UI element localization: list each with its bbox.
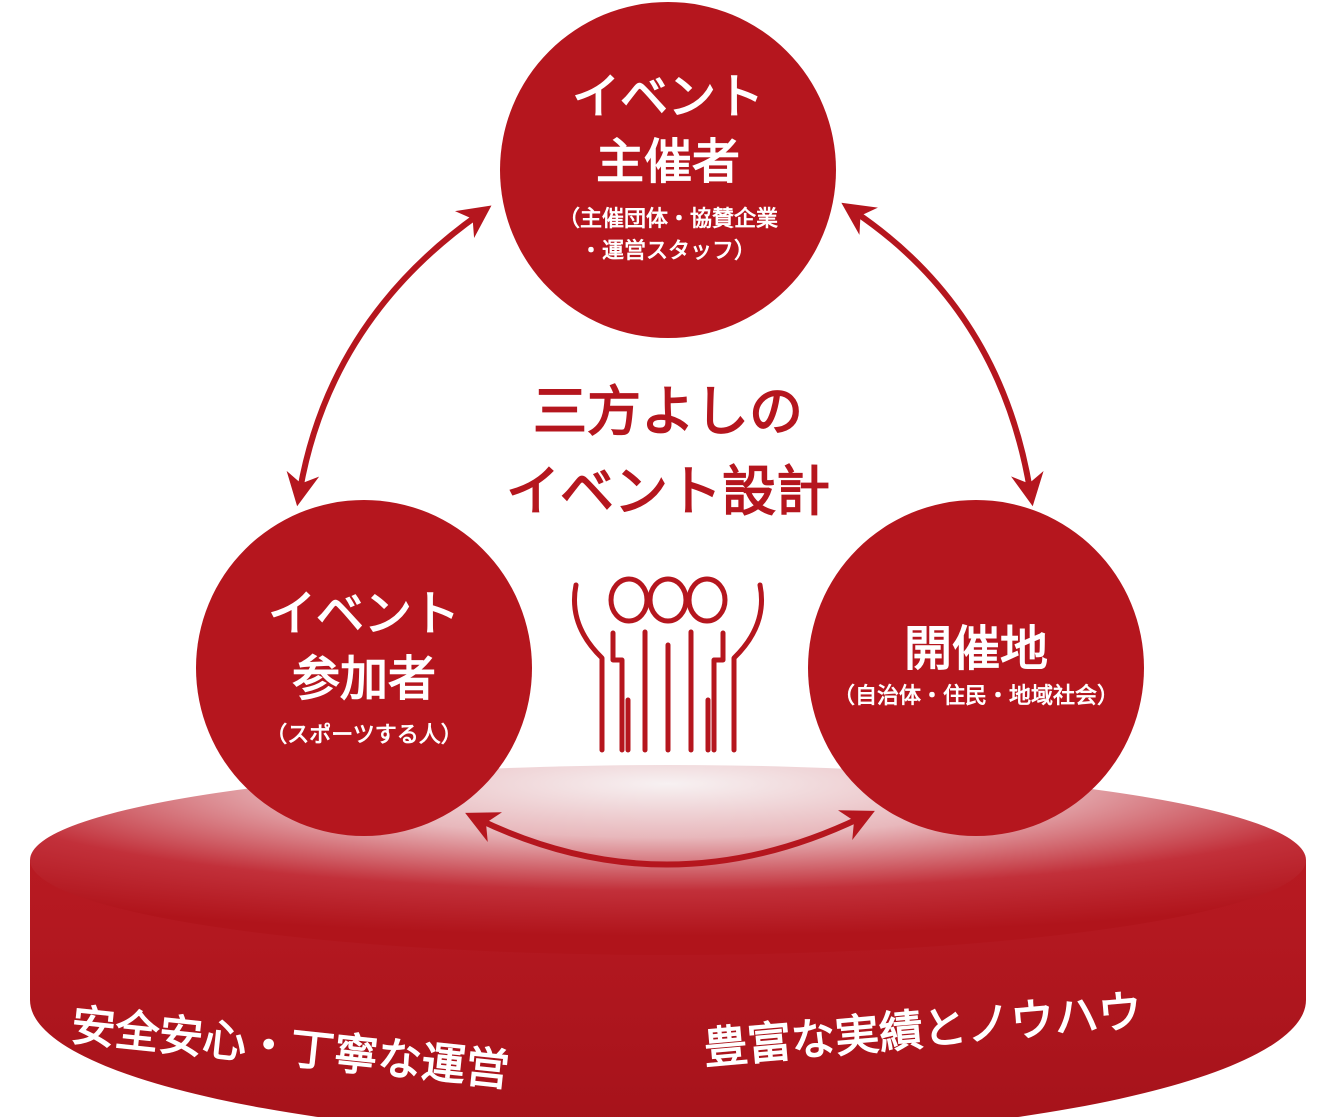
node-venue: 開催地 （自治体・住民・地域社会） [808,500,1144,836]
center-title-line1: 三方よしの [533,380,803,443]
node-participant: イベント 参加者 （スポーツする人） [196,500,532,836]
participant-title-line1: イベント [268,586,460,642]
center-title-line2: イベント設計 [506,460,830,523]
organizer-sub-line1: （主催団体・協賛企業 [558,206,779,232]
venue-title-line1: 開催地 [904,621,1048,677]
participant-circle [196,500,532,836]
organizer-circle [500,2,836,338]
base-top [30,765,1306,955]
participant-title-line2: 参加者 [292,651,436,707]
organizer-title-line2: 主催者 [596,134,740,190]
people-cheering-icon [571,576,765,753]
organizer-sub-line2: ・運営スタッフ） [580,238,756,264]
venue-circle [808,500,1144,836]
venue-sub-line1: （自治体・住民・地域社会） [833,683,1119,709]
double-arrow-icon [841,202,1044,507]
double-arrow-icon [286,205,492,507]
double-arrow-icon [465,810,875,868]
participant-sub-line1: （スポーツする人） [265,722,463,748]
node-organizer: イベント 主催者 （主催団体・協賛企業 ・運営スタッフ） [500,2,836,338]
organizer-title-line1: イベント [572,69,764,125]
